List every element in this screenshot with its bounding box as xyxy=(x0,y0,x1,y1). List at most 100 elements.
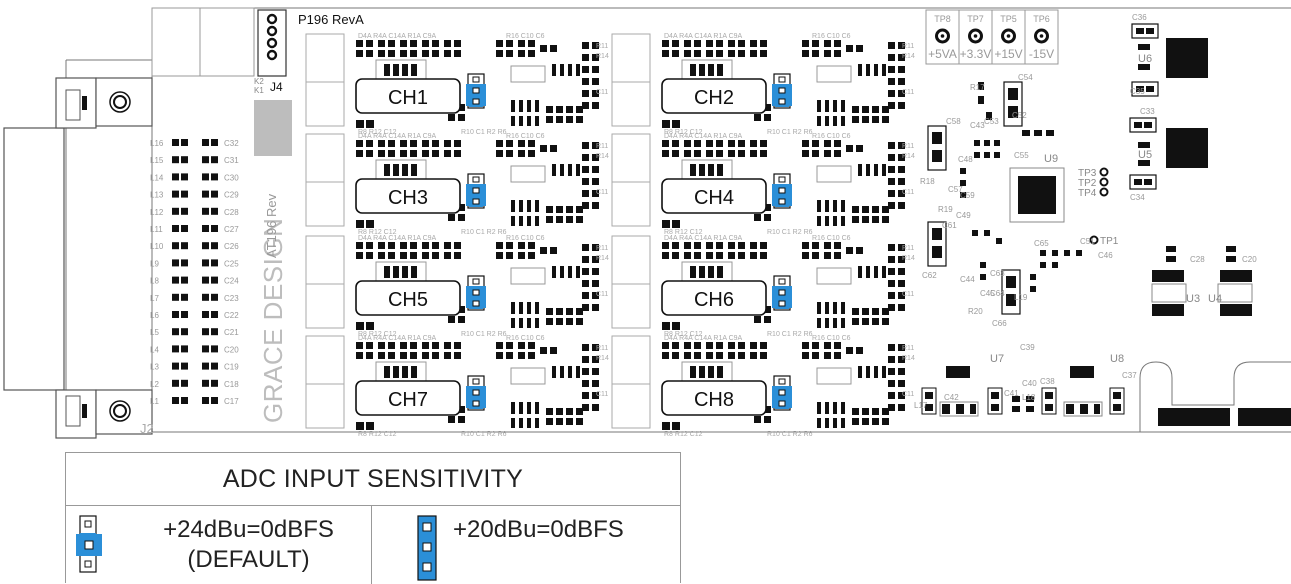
left-col-label: L6 xyxy=(150,311,159,320)
ref-label: C53 xyxy=(984,117,999,126)
left-col-label: L16 xyxy=(150,139,164,148)
tp-value: +5VA xyxy=(928,47,957,61)
right-col-label: C17 xyxy=(224,397,239,406)
tp-value: -15V xyxy=(1029,47,1054,61)
left-col-label: L11 xyxy=(150,225,163,234)
left-col-label: L3 xyxy=(150,363,159,372)
gray-pad xyxy=(254,100,292,156)
channel-block: CH5 xyxy=(306,235,609,338)
left-col-label: L8 xyxy=(150,277,159,286)
ref-label: C61 xyxy=(942,221,957,230)
right-col-label: C19 xyxy=(224,363,239,372)
regulator-label: U6 xyxy=(1138,53,1152,65)
left-col-label: L12 xyxy=(150,208,164,217)
ref-label: C46 xyxy=(1098,251,1113,260)
ref-label: L18 xyxy=(1022,393,1036,402)
right-col-label: C26 xyxy=(224,242,239,251)
channel-block: CH6 xyxy=(612,235,915,338)
channel-label: CH3 xyxy=(388,187,428,209)
tp-name: TP8 xyxy=(934,14,951,24)
right-col-label: C24 xyxy=(224,277,239,286)
corner-label: J2 xyxy=(140,421,154,436)
legend-default-line1: +24dBu=0dBFS xyxy=(163,516,334,543)
adc-sensitivity-legend: ADC INPUT SENSITIVITY +24dBu=0dBFS (DEFA… xyxy=(65,452,681,584)
connector-label: J4 xyxy=(270,80,283,94)
channel-block: CH4 xyxy=(612,133,915,236)
ref-label: C44 xyxy=(960,275,975,284)
channel-block: CH1 xyxy=(306,33,609,136)
regulator-label: U8 xyxy=(1110,353,1124,365)
left-col-label: L7 xyxy=(150,294,159,303)
left-col-label: L5 xyxy=(150,328,159,337)
channel-label: CH5 xyxy=(388,289,428,311)
channel-block: CH2 xyxy=(612,33,915,136)
ref-label: C55 xyxy=(1014,151,1029,160)
right-col-label: C25 xyxy=(224,259,239,268)
tp-name: TP7 xyxy=(967,14,984,24)
channel-label: CH6 xyxy=(694,289,734,311)
right-col-label: C27 xyxy=(224,225,239,234)
ref-label: C41 xyxy=(1004,389,1019,398)
left-col-label: L10 xyxy=(150,242,164,251)
right-components xyxy=(921,23,1253,417)
left-col-label: L1 xyxy=(150,397,159,406)
right-col-label: C31 xyxy=(224,156,239,165)
ref-label: C33 xyxy=(1140,107,1155,116)
ref-label: C64 xyxy=(990,289,1005,298)
regulator-label: U9 xyxy=(1044,153,1058,165)
ref-label: C34 xyxy=(1130,193,1145,202)
right-col-label: C23 xyxy=(224,294,239,303)
ref-label: C63 xyxy=(990,269,1005,278)
k1-label: K1 xyxy=(254,86,264,95)
ref-label: C52 xyxy=(1012,111,1027,120)
ref-label: C51 xyxy=(1080,237,1095,246)
channel-block: CH7 xyxy=(306,335,609,438)
right-col-label: C22 xyxy=(224,311,239,320)
channel-block: CH8 xyxy=(612,335,915,438)
edge-fingers xyxy=(1158,408,1291,426)
ref-label: C57 xyxy=(948,185,963,194)
header-label: P196 RevA xyxy=(298,12,364,27)
ref-label: C58 xyxy=(946,117,961,126)
channel-label: CH1 xyxy=(388,87,428,109)
left-col-label: L15 xyxy=(150,156,164,165)
right-col-label: C18 xyxy=(224,380,239,389)
ref-label: C36 xyxy=(1132,13,1147,22)
right-col-label: C20 xyxy=(224,345,239,354)
right-col-label: C32 xyxy=(224,139,239,148)
channel-block: CH3 xyxy=(306,133,609,236)
ref-label: C54 xyxy=(1018,73,1033,82)
left-col-label: L14 xyxy=(150,173,164,182)
ref-label: C20 xyxy=(1242,255,1257,264)
ref-label: R18 xyxy=(920,177,935,186)
ref-label: C35 xyxy=(1130,87,1145,96)
ref-label: C65 xyxy=(1034,239,1049,248)
regulator-label: U7 xyxy=(990,353,1004,365)
left-col-label: L9 xyxy=(150,259,159,268)
legend-alt-label: +20dBu=0dBFS xyxy=(453,516,624,543)
ref-label: C37 xyxy=(1122,371,1137,380)
ref-label: C66 xyxy=(992,319,1007,328)
ref-label: R20 xyxy=(968,307,983,316)
ref-label: C43 xyxy=(970,121,985,130)
legend-default-cell: +24dBu=0dBFS (DEFAULT) xyxy=(66,505,372,584)
legend-alt-cell: +20dBu=0dBFS xyxy=(371,505,681,584)
ref-label: C59 xyxy=(960,191,975,200)
dsub-connector xyxy=(3,77,153,439)
legend-title: ADC INPUT SENSITIVITY xyxy=(66,453,680,506)
tp-right-label: TP3 xyxy=(1078,168,1097,179)
tp-right-label: TP4 xyxy=(1078,188,1097,199)
tp-name: TP6 xyxy=(1033,14,1050,24)
jumper-alt-icon xyxy=(417,515,437,581)
regulator-label: U3 xyxy=(1186,293,1200,305)
right-col-label: C28 xyxy=(224,208,239,217)
ref-label: C42 xyxy=(944,393,959,402)
right-col-label: C30 xyxy=(224,173,239,182)
revision-text: AT196 Rev xyxy=(264,193,279,258)
brand-text: GRACE DESIGN xyxy=(258,218,288,423)
ref-label: C40 xyxy=(1022,379,1037,388)
ref-label: R17 xyxy=(970,83,985,92)
